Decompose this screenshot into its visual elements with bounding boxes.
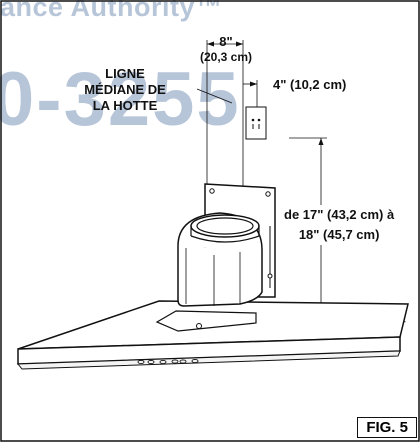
mounting-height-label: de 17" (43,2 cm) à 18" (45,7 cm) xyxy=(282,205,397,245)
blower-base xyxy=(155,310,257,332)
duct-collar-inner xyxy=(196,217,254,235)
control-panel xyxy=(137,358,199,365)
offset-label: 4" (10,2 cm) xyxy=(273,77,347,92)
width-label-cm: (20,3 cm) xyxy=(199,50,253,64)
centerline-line-1: LIGNE xyxy=(105,66,145,81)
width-label-inch: 8" xyxy=(219,34,233,49)
watermark-number-text: 0-3255 xyxy=(0,57,241,142)
height-line-2: 18" (45,7 cm) xyxy=(298,227,380,242)
centerline-leader xyxy=(196,88,233,104)
centerline-line-2: MÉDIANE DE xyxy=(84,82,166,97)
height-arrow-top xyxy=(318,138,324,145)
width-arrow-right xyxy=(236,41,243,47)
watermark-authority-text: ance Authority™ xyxy=(0,0,223,22)
offset-arrow xyxy=(250,81,257,87)
wall-outlet-plate xyxy=(245,106,267,140)
hood-centerline-label: LIGNE MÉDIANE DE LA HOTTE xyxy=(60,66,190,114)
figure-number-label: FIG. 5 xyxy=(357,417,417,438)
height-line-1: de 17" (43,2 cm) à xyxy=(284,207,395,222)
centerline-line-3: LA HOTTE xyxy=(92,98,158,113)
blower-housing xyxy=(177,246,263,307)
width-arrow-left xyxy=(207,41,214,47)
